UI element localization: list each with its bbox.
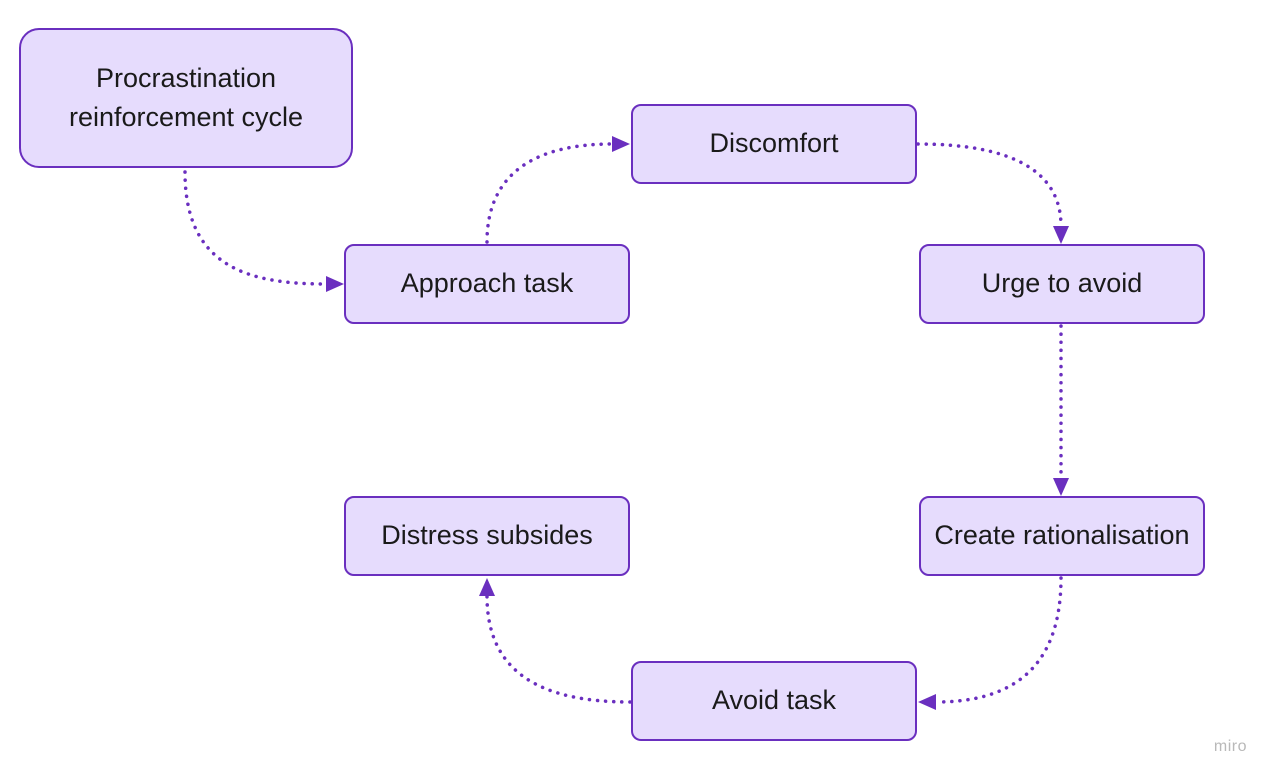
node-urge-to-avoid[interactable]: Urge to avoid — [919, 244, 1205, 324]
node-label: Distress subsides — [381, 520, 593, 551]
node-label: Procrastination reinforcement cycle — [68, 62, 304, 132]
node-distress-subsides[interactable]: Distress subsides — [344, 496, 630, 576]
node-discomfort[interactable]: Discomfort — [631, 104, 917, 184]
miro-watermark: miro — [1213, 738, 1247, 755]
connector-approach-to-discomfort — [485, 142, 614, 244]
connector-title-to-approach — [183, 170, 328, 286]
connector-discomfort-to-urge — [916, 142, 1063, 228]
node-label: Avoid task — [711, 685, 837, 716]
arrowhead-discomfort — [612, 136, 630, 152]
node-label: Discomfort — [709, 128, 839, 159]
node-label: Urge to avoid — [981, 268, 1143, 299]
node-label: Create rationalisation — [934, 520, 1190, 551]
arrowhead-distress — [479, 578, 495, 596]
node-approach-task[interactable]: Approach task — [344, 244, 630, 324]
node-create-rationalisation[interactable]: Create rationalisation — [919, 496, 1205, 576]
node-procrastination-cycle-title[interactable]: Procrastination reinforcement cycle — [19, 28, 353, 168]
arrowhead-urge — [1053, 226, 1069, 244]
node-avoid-task[interactable]: Avoid task — [631, 661, 917, 741]
arrowhead-rationalise — [1053, 478, 1069, 496]
connector-avoid-to-distress — [485, 594, 632, 704]
arrowhead-approach — [326, 276, 344, 292]
connector-rationalise-to-avoid — [934, 576, 1063, 704]
arrowhead-avoid — [918, 694, 936, 710]
node-label: Approach task — [400, 268, 574, 299]
